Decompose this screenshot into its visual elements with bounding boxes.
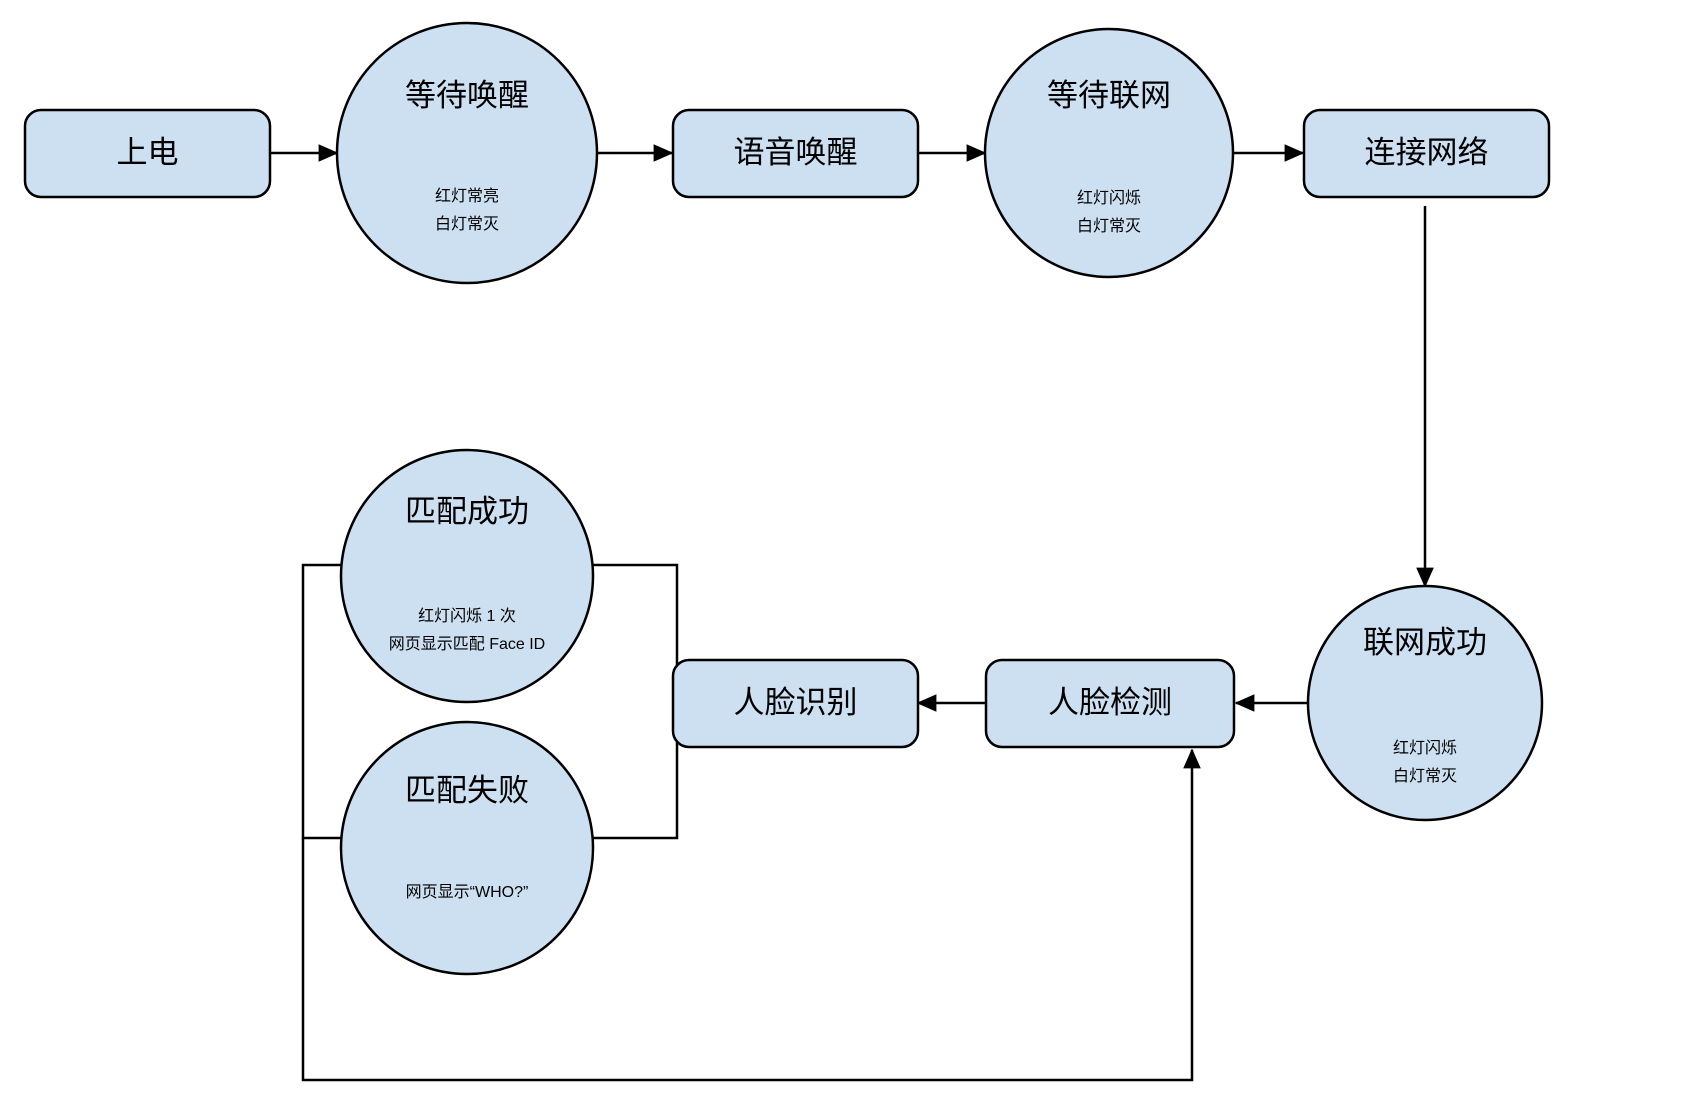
node-match-success-note-1: 红灯闪烁 1 次 [418, 607, 516, 625]
node-match-fail[interactable]: 匹配失败 网页显示“WHO?” [339, 720, 595, 976]
node-network-success-label: 联网成功 [1363, 625, 1487, 660]
node-match-success[interactable]: 匹配成功 红灯闪烁 1 次 网页显示匹配 Face ID [339, 448, 595, 704]
node-connect-network-label: 连接网络 [1365, 135, 1489, 170]
node-face-detect-label: 人脸检测 [1048, 685, 1172, 720]
node-network-success-note-1: 红灯闪烁 [1393, 739, 1457, 757]
node-network-success-shape[interactable] [1306, 584, 1544, 822]
node-match-fail-note-1: 网页显示“WHO?” [406, 884, 529, 901]
node-voice-wake[interactable]: 语音唤醒 [671, 108, 920, 199]
node-match-fail-label: 匹配失败 [405, 773, 529, 808]
node-wait-wake[interactable]: 等待唤醒 红灯常亮 白灯常灭 [335, 21, 599, 285]
node-match-success-label: 匹配成功 [405, 494, 529, 529]
node-voice-wake-label: 语音唤醒 [734, 135, 858, 170]
node-match-success-note-2: 网页显示匹配 Face ID [389, 635, 545, 653]
node-wait-wake-note-2: 白灯常灭 [435, 215, 499, 233]
node-wait-wake-note-1: 红灯常亮 [435, 187, 499, 205]
node-face-recognition-label: 人脸识别 [734, 685, 858, 720]
node-wait-wake-label: 等待唤醒 [405, 78, 529, 113]
node-power-on[interactable]: 上电 [23, 108, 272, 199]
node-face-recognition-shape[interactable] [671, 658, 920, 749]
node-wait-network-note-2: 白灯常灭 [1077, 217, 1141, 235]
node-power-on-label: 上电 [117, 135, 179, 170]
node-face-detect[interactable]: 人脸检测 [984, 658, 1236, 749]
node-wait-network-shape[interactable] [983, 27, 1235, 279]
node-power-on-shape[interactable] [23, 108, 272, 199]
edge-match-fail-to-face-detect [301, 748, 1201, 1082]
node-face-recognition[interactable]: 人脸识别 [671, 658, 920, 749]
node-connect-network[interactable]: 连接网络 [1302, 108, 1551, 199]
node-network-success-note-2: 白灯常灭 [1393, 767, 1457, 785]
node-network-success[interactable]: 联网成功 红灯闪烁 白灯常灭 [1306, 584, 1544, 822]
node-voice-wake-shape[interactable] [671, 108, 920, 199]
node-wait-network-label: 等待联网 [1047, 78, 1171, 113]
node-wait-network-note-1: 红灯闪烁 [1077, 189, 1141, 207]
node-wait-wake-shape[interactable] [335, 21, 599, 285]
node-match-fail-shape[interactable] [339, 720, 595, 976]
node-connect-network-shape[interactable] [1302, 108, 1551, 199]
node-match-success-shape[interactable] [339, 448, 595, 704]
node-wait-network[interactable]: 等待联网 红灯闪烁 白灯常灭 [983, 27, 1235, 279]
node-face-detect-shape[interactable] [984, 658, 1236, 749]
